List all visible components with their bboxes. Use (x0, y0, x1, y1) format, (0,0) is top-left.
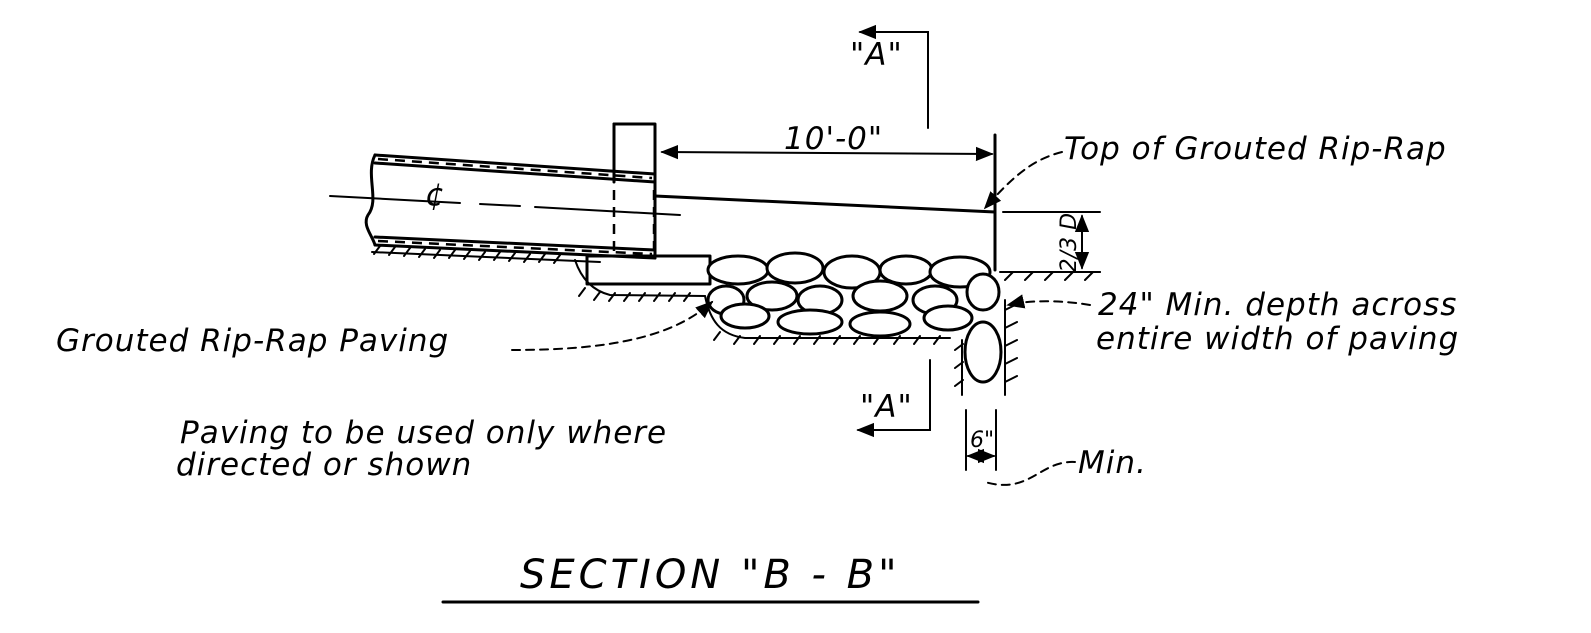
dimension-min-line (965, 409, 997, 471)
dimension-length-line (660, 144, 994, 162)
dimension-depth-line (1002, 211, 1101, 273)
section-mark-bottom: "A" (860, 389, 913, 425)
headwall (585, 122, 712, 286)
leader-lines (511, 151, 1091, 486)
depth-dimension-label: 2/3 D (1057, 212, 1083, 273)
centerline (329, 195, 681, 216)
note-line-2: directed or shown (176, 447, 473, 483)
section-mark-top: "A" (850, 37, 903, 73)
paving-label: Grouted Rip-Rap Paving (56, 323, 450, 359)
depth-note-line-1: 24" Min. depth across (1098, 287, 1458, 323)
min-dimension-label: 6" (970, 428, 995, 453)
note-line-1: Paving to be used only where (180, 415, 668, 451)
top-of-riprap-label: Top of Grouted Rip-Rap (1064, 131, 1447, 167)
length-dimension-label: 10'-0" (784, 121, 884, 157)
min-label: Min. (1078, 445, 1147, 481)
section-cut-marks (856, 24, 931, 438)
section-title: SECTION "B - B" (520, 552, 901, 598)
depth-note-line-2: entire width of paving (1096, 321, 1460, 357)
rip-rap-stones (706, 251, 1003, 384)
centerline-symbol: ¢ (425, 177, 446, 213)
